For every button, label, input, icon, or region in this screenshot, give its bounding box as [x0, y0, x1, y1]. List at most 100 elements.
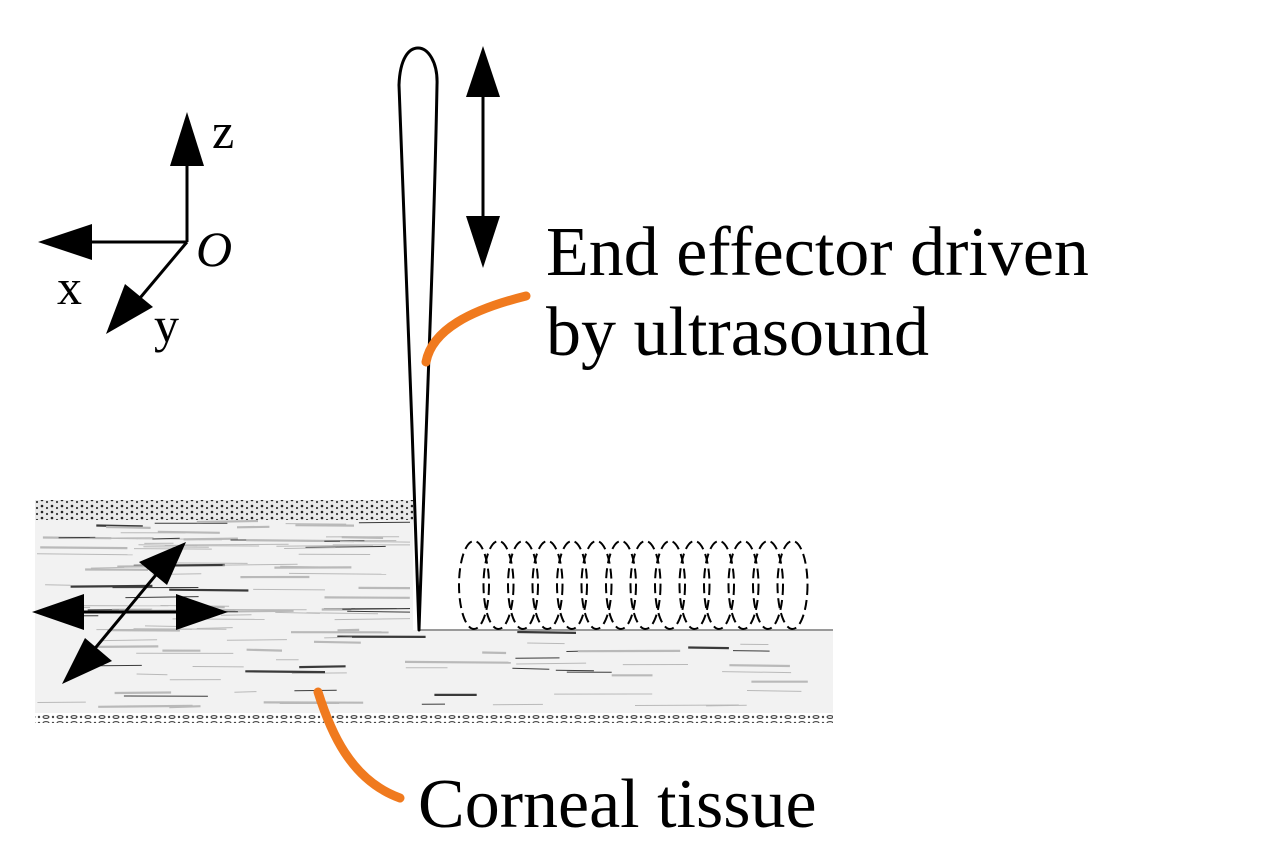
coil-loop: [752, 540, 784, 630]
tissue-fiber: [182, 543, 289, 546]
tissue-fiber: [157, 530, 220, 534]
tissue-fibers: [36, 519, 808, 709]
vibration-arrowhead-down: [466, 216, 500, 268]
tissue-fiber: [306, 612, 379, 615]
tissue-epithelium-layer: [35, 500, 413, 520]
z-axis-arrowhead: [170, 112, 204, 166]
tissue-fiber: [404, 660, 511, 664]
end-effector-needle: [397, 46, 439, 632]
tissue-endothelium-layer: [35, 713, 833, 723]
tissue-fiber: [342, 608, 411, 610]
tissue-fiber: [138, 544, 198, 547]
tissue-fiber: [347, 610, 411, 613]
tissue-fiber: [196, 519, 259, 524]
tissue-fiber: [96, 524, 143, 528]
coil-loop: [458, 540, 490, 630]
tissue-fiber: [169, 588, 249, 592]
tissue-fiber: [183, 537, 238, 541]
coil-loop: [678, 540, 711, 630]
tissue-fiber: [339, 540, 411, 543]
vibration-arrowhead-up: [466, 46, 500, 97]
tissue-fiber: [732, 650, 770, 652]
x-axis-arrowhead: [38, 224, 92, 260]
tissue-fiber: [634, 704, 739, 706]
diagonal-arrowhead-down: [62, 638, 112, 684]
tissue-fiber: [706, 704, 747, 707]
corneal-tissue-label: Corneal tissue: [418, 766, 817, 843]
coordinate-frame: [38, 112, 204, 334]
coil-loop: [556, 540, 588, 630]
tissue-fiber: [144, 625, 179, 627]
coil-loop: [507, 540, 539, 630]
coil-loop: [776, 540, 809, 630]
vibration-double-arrow: [466, 46, 500, 268]
tissue-fiber: [226, 639, 287, 641]
tissue-fiber: [688, 646, 729, 650]
tissue-fiber: [89, 537, 154, 539]
tissue-fiber: [512, 667, 550, 670]
tissue-fiber: [285, 523, 347, 525]
tissue-fiber: [291, 672, 347, 674]
horizontal-arrowhead-right: [176, 594, 228, 630]
tissue-fiber: [527, 642, 565, 645]
tissue-fiber: [196, 627, 233, 629]
tissue-fiber: [136, 673, 168, 676]
coil-loop: [482, 540, 515, 630]
tissue-fiber: [36, 553, 133, 556]
tissue-motion-arrows: [32, 542, 228, 684]
tissue-fiber: [276, 544, 374, 547]
tissue-fiber: [299, 665, 346, 669]
coil-loop: [629, 540, 662, 630]
tissue-fiber: [106, 525, 151, 529]
diagonal-double-arrow: [90, 569, 162, 653]
tissue-fiber: [358, 521, 411, 524]
tissue-fiber: [288, 572, 387, 575]
end-effector-leader-line: [421, 291, 531, 367]
tissue-fiber: [334, 618, 411, 621]
coil-loop: [654, 540, 686, 630]
tissue-fiber: [341, 536, 384, 539]
tissue-fiber: [746, 690, 802, 692]
diagonal-arrowhead-up: [139, 542, 186, 585]
tissue-fiber: [221, 614, 252, 616]
tissue-fiber: [222, 563, 298, 566]
x-axis-label: x: [57, 259, 82, 315]
cutting-trace-coil: [458, 540, 809, 630]
tissue-fiber: [169, 705, 201, 709]
coil-loop: [531, 540, 564, 630]
tissue-fiber: [234, 691, 257, 693]
tissue-fiber: [114, 691, 172, 695]
tissue-fiber: [245, 670, 326, 674]
tissue-fiber: [305, 545, 386, 548]
tissue-fiber: [246, 648, 283, 652]
tissue-fiber: [45, 584, 71, 586]
coil-loop: [605, 540, 637, 630]
coil-loop: [580, 540, 613, 630]
tissue-fiber: [40, 546, 128, 550]
tissue-fiber: [236, 525, 270, 529]
tissue-fiber: [152, 537, 180, 540]
y-axis-arrow: [138, 241, 189, 299]
y-axis-arrowhead: [106, 284, 153, 334]
end-effector-label-line2: by ultrasound: [546, 294, 930, 371]
tissue-fiber: [253, 588, 326, 591]
y-axis-label: y: [154, 297, 179, 353]
tissue-fiber: [555, 669, 594, 672]
tissue-fiber: [729, 664, 790, 668]
corneal-tissue-block: [35, 500, 833, 723]
tissue-fiber: [100, 639, 158, 642]
origin-label: O: [196, 221, 233, 277]
tissue-fiber: [313, 640, 361, 644]
tissue-fiber: [722, 671, 792, 674]
tissue-fiber: [284, 547, 336, 549]
horizontal-arrowhead-left: [32, 594, 84, 630]
end-effector-label-line1: End effector driven: [546, 214, 1089, 291]
tissue-fiber: [324, 636, 353, 639]
tissue-fiber: [516, 662, 587, 665]
tissue-lower-body: [35, 630, 833, 716]
coil-loop: [727, 540, 760, 630]
corneal-tissue-leader-line: [313, 687, 405, 803]
tissue-fiber: [517, 630, 577, 634]
z-axis-label: z: [212, 103, 235, 159]
